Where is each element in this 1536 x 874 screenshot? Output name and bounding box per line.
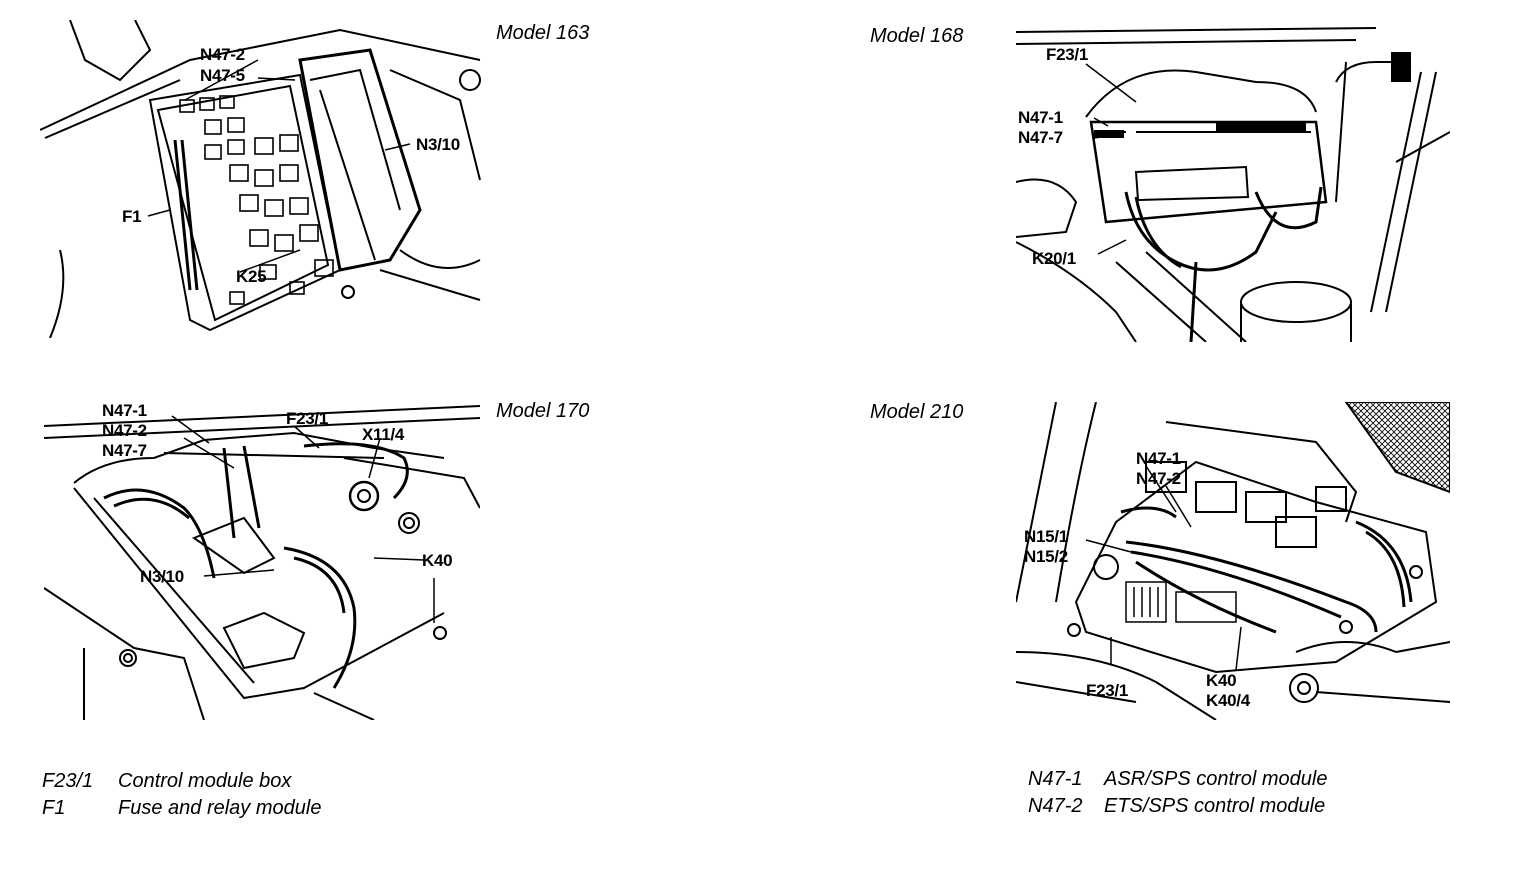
- callout-n47-5: N47-5: [200, 66, 245, 85]
- callout-n47-1: N47-1: [1136, 449, 1181, 468]
- callout-n3-10: N3/10: [416, 135, 460, 154]
- model-title-210: Model 210: [870, 401, 964, 423]
- callout-n47-7: N47-7: [1018, 128, 1063, 147]
- callout-x11-4: X11/4: [362, 425, 404, 444]
- legend-description: ETS/SPS control module: [1104, 795, 1326, 817]
- diagram-panel-model-170: N47-1 N47-2 N47-7 F23/1 X11/4 N3/10 K40: [44, 398, 480, 720]
- legend-description: ASR/SPS control module: [1104, 768, 1328, 790]
- callout-f1: F1: [122, 207, 142, 226]
- model-title-163: Model 163: [496, 22, 590, 44]
- legend-row: F23/1 Control module box: [42, 768, 321, 795]
- callout-k20-1: K20/1: [1032, 249, 1076, 268]
- callout-n47-7: N47-7: [102, 441, 147, 460]
- legend-row: N47-2 ETS/SPS control module: [1028, 793, 1327, 820]
- diagram-panel-model-168: F23/1 N47-1 N47-7 K20/1: [1016, 22, 1450, 342]
- legend-code: F23/1: [42, 770, 94, 792]
- callout-n47-2: N47-2: [102, 421, 147, 440]
- callout-n15-1: N15/1: [1024, 527, 1068, 546]
- engine-bay-illustration-210: [1016, 402, 1450, 720]
- callout-k40: K40: [422, 551, 453, 570]
- callout-f23-1: F23/1: [286, 409, 328, 428]
- engine-bay-illustration-168: [1016, 27, 1450, 342]
- diagram-panel-model-163: N47-2 N47-5 N3/10 F1 K25: [40, 20, 482, 338]
- callout-n47-2: N47-2: [200, 45, 245, 64]
- legend-code: N47-2: [1028, 795, 1083, 817]
- legend-description: Control module box: [118, 770, 292, 792]
- callout-f23-1: F23/1: [1086, 681, 1128, 700]
- callout-k40: K40: [1206, 671, 1237, 690]
- callout-k25: K25: [236, 267, 267, 286]
- callout-n3-10: N3/10: [140, 567, 184, 586]
- model-title-168: Model 168: [870, 25, 964, 47]
- callout-n47-1: N47-1: [1018, 108, 1063, 127]
- legend-row: F1 Fuse and relay module: [42, 795, 321, 822]
- legend-row: N47-1 ASR/SPS control module: [1028, 766, 1327, 793]
- callout-n47-2: N47-2: [1136, 469, 1181, 488]
- legend-right: N47-1 ASR/SPS control module N47-2 ETS/S…: [1028, 766, 1327, 820]
- callout-n15-2: N15/2: [1024, 547, 1068, 566]
- legend-description: Fuse and relay module: [118, 797, 322, 819]
- engine-bay-illustration-170: [44, 405, 480, 720]
- callout-f23-1: F23/1: [1046, 45, 1088, 64]
- legend-code: N47-1: [1028, 768, 1083, 790]
- model-title-170: Model 170: [496, 400, 590, 422]
- callout-n47-1: N47-1: [102, 401, 147, 420]
- diagram-panel-model-210: N47-1 N47-2 N15/1 N15/2 F23/1 K40 K40/4: [1016, 402, 1450, 720]
- callout-k40-4: K40/4: [1206, 691, 1250, 710]
- legend-code: F1: [42, 797, 66, 819]
- legend-left: F23/1 Control module box F1 Fuse and rel…: [42, 768, 321, 822]
- engine-bay-illustration-163: [40, 20, 481, 338]
